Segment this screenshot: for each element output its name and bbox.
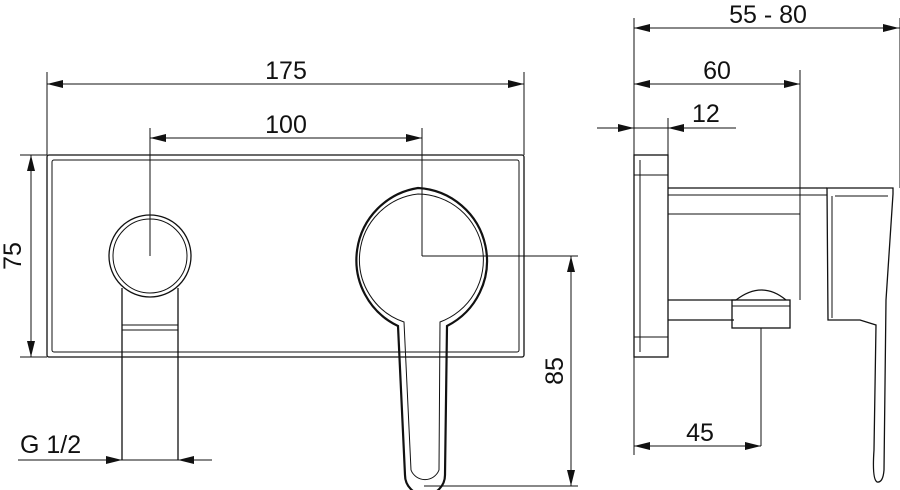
dimension-lever-depth-label: 85 <box>541 357 569 385</box>
dimension-width-label: 175 <box>265 57 307 85</box>
lever-handle-outer <box>355 186 489 490</box>
lever-handle-inner <box>358 193 484 481</box>
front-view <box>46 128 578 490</box>
side-view <box>633 154 894 483</box>
dimension-spacing: 100 <box>150 111 422 142</box>
side-outlet-nut <box>731 289 791 446</box>
side-wall-plate <box>633 154 669 358</box>
dimension-plate-thickness: 12 <box>597 100 736 155</box>
side-lever-handle <box>826 187 894 483</box>
dimension-height: 75 <box>0 154 47 358</box>
dimension-height-label: 75 <box>0 242 27 270</box>
dimension-lever-depth: 85 <box>424 256 578 487</box>
dimension-thread-label: G 1/2 <box>20 431 81 459</box>
dimension-thread: G 1/2 <box>18 431 212 464</box>
dimension-body-depth: 60 <box>634 57 801 195</box>
dimension-depth-range-label: 55 - 80 <box>729 1 807 29</box>
outlet-spout <box>121 288 179 460</box>
dimension-body-depth-label: 60 <box>703 57 731 85</box>
dimension-spacing-label: 100 <box>265 111 307 139</box>
dimension-outlet-offset: 45 <box>633 357 761 455</box>
dimension-width: 175 <box>46 57 525 155</box>
dimension-plate-thickness-label: 12 <box>692 100 720 128</box>
dimension-depth-range: 55 - 80 <box>633 1 900 188</box>
dimension-outlet-offset-label: 45 <box>686 419 714 447</box>
